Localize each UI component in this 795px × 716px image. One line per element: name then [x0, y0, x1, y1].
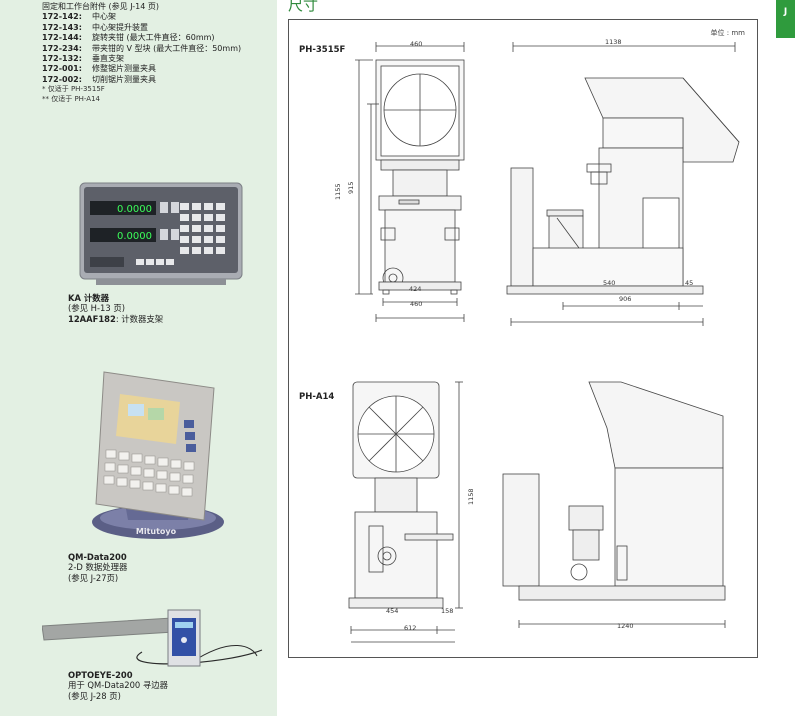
dim-ph3515f-side-base: 540 — [603, 279, 616, 287]
dim-pha14-base-total: 612 — [404, 624, 417, 632]
ka-stand-code: 12AAF182 — [68, 313, 116, 324]
dim-ph3515f-width-top: 460 — [410, 40, 423, 48]
ka-counter-ref: (参见 H-13 页) — [68, 303, 125, 314]
dim-ph3515f-base-outer: 460 — [410, 300, 423, 308]
qm-data200-title: QM-Data200 — [68, 552, 127, 562]
ph3515f-front-drawing — [355, 42, 465, 322]
dim-ph3515f-base-inner: 424 — [409, 285, 422, 293]
unit-label: 单位 : mm — [710, 29, 745, 37]
footnote: ** 仅适于 PH-A14 — [42, 94, 101, 103]
dim-pha14-base-a: 454 — [386, 607, 399, 615]
accessories-sidebar: 固定和工作台附件 (参见 J-14 页) 172-142:中心架 172-143… — [0, 0, 277, 716]
accessories-intro: 固定和工作台附件 (参见 J-14 页) — [42, 2, 160, 11]
accessories-list: 固定和工作台附件 (参见 J-14 页) 172-142:中心架 172-143… — [42, 2, 241, 104]
dim-ph3515f-side-total: 906 — [619, 295, 632, 303]
dim-ph3515f-side-width: 1138 — [605, 38, 622, 46]
accessory-item: 172-142:中心架 — [42, 12, 116, 22]
ka-display-top: 0.0000 — [117, 204, 152, 215]
accessory-item: 172-143:中心架提升装置 — [42, 22, 148, 32]
dim-pha14-height: 1158 — [467, 488, 475, 505]
chapter-tab: J — [776, 0, 795, 38]
ka-counter-image: 0.0000 0.0000 — [79, 182, 243, 285]
pha14-front-drawing — [348, 381, 463, 643]
dimension-drawings: 单位 : mm PH-3515F PH-A14 460 1155 915 424 — [288, 19, 758, 658]
dim-ph3515f-height-total: 1155 — [334, 183, 342, 200]
svg-text:Mitutoyo: Mitutoyo — [136, 527, 177, 536]
accessory-item: 172-001:修整锯片测量夹具 — [42, 64, 156, 74]
accessory-item: 172-144:旋转夹钳 (最大工件直径：60mm) — [42, 33, 215, 43]
dim-pha14-base-b: 158 — [441, 607, 454, 615]
optoeye-desc: 用于 QM-Data200 寻边器 — [68, 680, 169, 691]
dim-ph3515f-side-offset: 45 — [685, 279, 694, 287]
dim-pha14-side-total: 1240 — [617, 622, 634, 630]
accessory-item: 172-002:切削锯片测量夹具 — [42, 74, 156, 84]
ka-stand-desc: : 计数器支架 — [115, 313, 164, 324]
optoeye-caption: OPTOEYE-200 用于 QM-Data200 寻边器 (参见 J-28 页… — [68, 670, 168, 701]
qm-data200-image: Mitutoyo — [92, 371, 224, 539]
ph3515f-side-drawing — [506, 42, 740, 326]
section-title: 尺寸 — [288, 0, 319, 14]
ka-counter-caption: KA 计数器 (参见 H-13 页) 12AAF182: 计数器支架 — [68, 293, 163, 324]
qm-data200-ref: (参见 J-27页) — [68, 572, 119, 583]
ka-display-bottom: 0.0000 — [117, 231, 152, 242]
qm-data200-desc: 2-D 数据处理器 — [68, 562, 128, 573]
accessory-item: 172-132:垂直支架 — [42, 54, 124, 64]
optoeye-200-image — [42, 609, 263, 667]
ka-counter-title: KA 计数器 — [68, 293, 110, 303]
accessory-item: 172-234:带夹钳的 V 型块 (最大工件直径：50mm) — [42, 43, 242, 53]
model-label-pha14: PH-A14 — [299, 392, 335, 402]
optoeye-ref: (参见 J-28 页) — [68, 690, 121, 701]
pha14-side-drawing — [502, 381, 726, 628]
dim-ph3515f-height-inner: 915 — [347, 181, 355, 194]
optoeye-title: OPTOEYE-200 — [68, 670, 133, 680]
model-label-ph3515f: PH-3515F — [299, 45, 346, 55]
qm-data200-caption: QM-Data200 2-D 数据处理器 (参见 J-27页) — [68, 552, 127, 583]
footnote: * 仅适于 PH-3515F — [42, 85, 105, 94]
